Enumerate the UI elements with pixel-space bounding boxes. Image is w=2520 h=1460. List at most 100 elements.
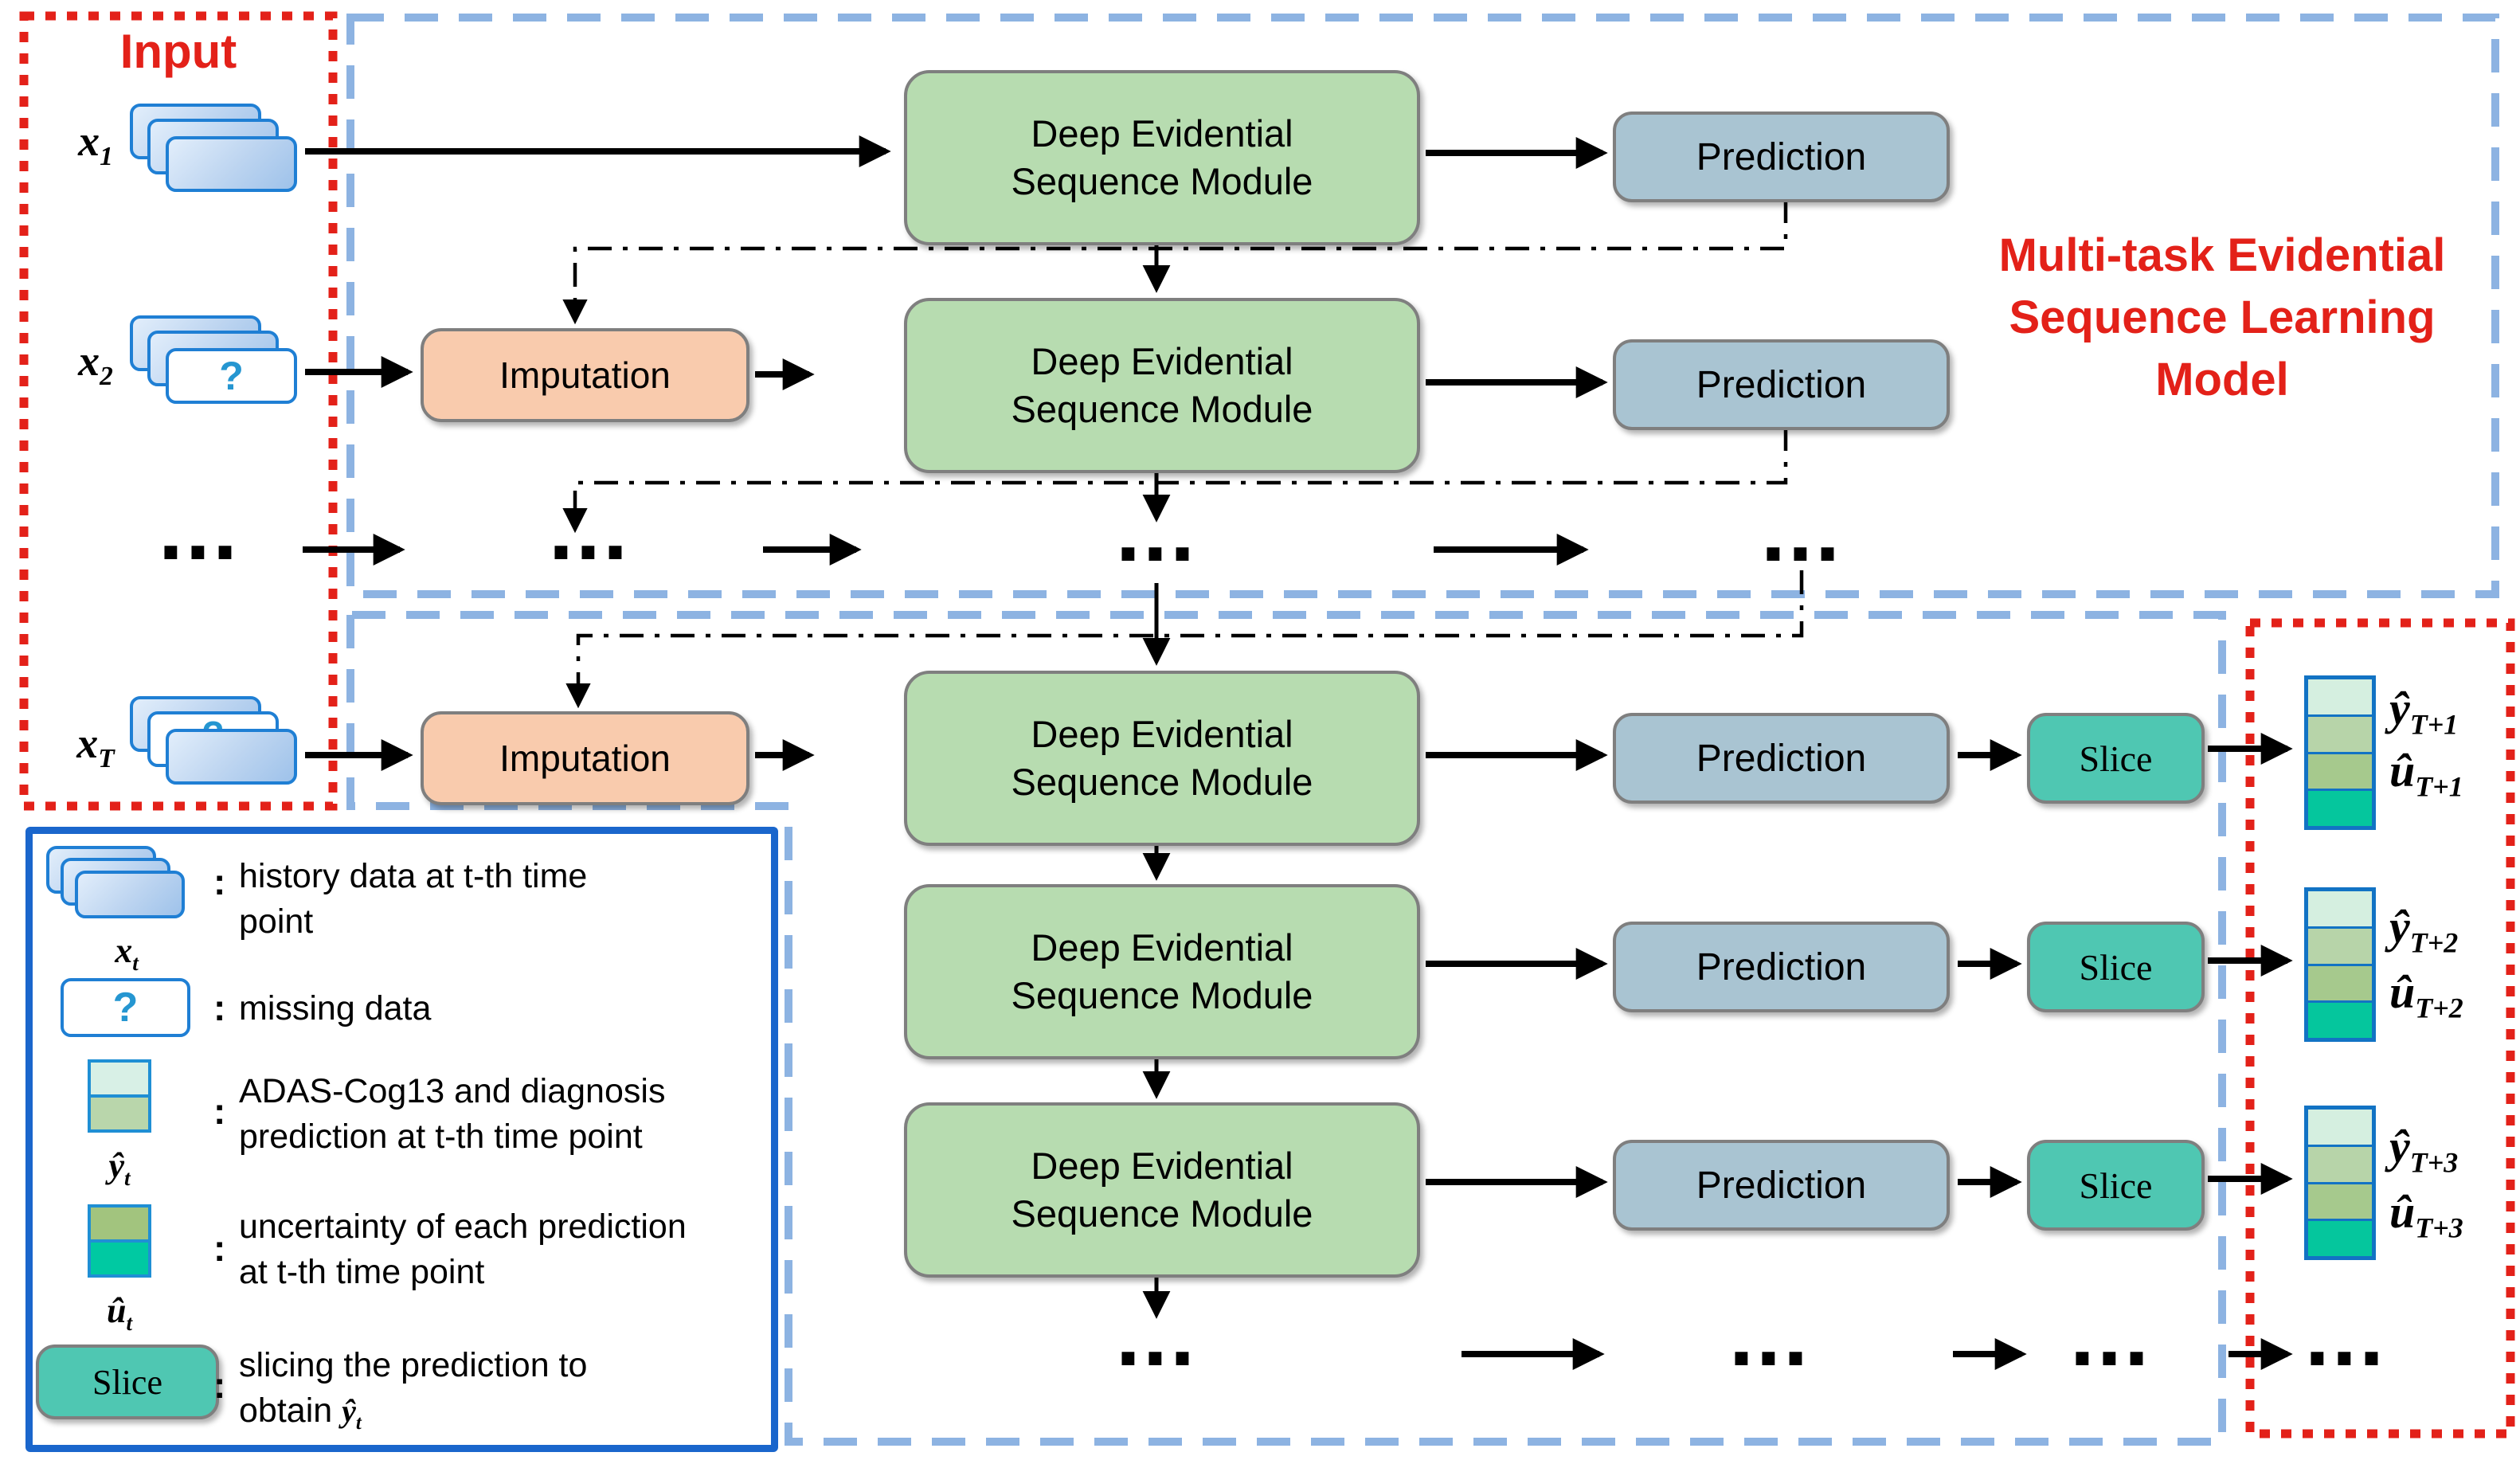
ut-sub: t (126, 1310, 133, 1335)
legend-history-line1: history data at t-th time (239, 857, 588, 895)
legend-slice-icon: Slice (36, 1345, 219, 1419)
legend-ut-symbol: ût (68, 1290, 171, 1336)
legend-uncertainty-line1: uncertainty of each prediction (239, 1208, 687, 1246)
legend-prediction-line2: prediction at t-th time point (239, 1118, 643, 1156)
legend-y-cells-icon (88, 1059, 151, 1133)
data-card (166, 729, 297, 785)
ellipsis: ... (2304, 1285, 2387, 1384)
legend-history-line2: point (239, 902, 314, 941)
u-cell-2 (2308, 1219, 2372, 1256)
question-mark: ? (112, 984, 139, 1031)
ellipsis: ... (1760, 480, 1843, 580)
prediction-box-3: Prediction (1613, 713, 1950, 804)
input-panel-title: Input (119, 25, 237, 78)
y-cell-1 (88, 1059, 151, 1098)
legend-colon: : (213, 1227, 226, 1269)
u-cell-1 (2308, 963, 2372, 1001)
xt-sub: t (132, 950, 139, 975)
ellipsis: ... (158, 479, 241, 578)
legend-u-cells-icon (88, 1204, 151, 1278)
y-cell-1 (2308, 1110, 2372, 1145)
legend-slice-line1: slicing the prediction to (239, 1346, 588, 1384)
ellipsis: ... (1728, 1285, 1811, 1384)
output-stack-2 (2304, 887, 2376, 1042)
yt-sub: t (355, 1412, 362, 1434)
u-cell-2 (2308, 789, 2372, 826)
input-xT-label: xT (48, 715, 143, 773)
bottom-forecast-panel-border (346, 611, 2226, 1446)
output-u-label-2: ûT+2 (2389, 961, 2463, 1024)
model-title: Multi-task Evidential Sequence Learning … (1943, 225, 2501, 411)
yt-base: ŷ (108, 1146, 124, 1185)
legend-missing-line1: missing data (239, 989, 432, 1027)
imputation-label: Imputation (499, 738, 671, 779)
data-card (75, 871, 185, 918)
data-card (166, 136, 297, 192)
y-cell-1 (2308, 891, 2372, 926)
output-stack-3 (2304, 1106, 2376, 1260)
y-base: ŷ (2389, 901, 2410, 953)
legend-uncertainty-text: uncertainty of each prediction at t-th t… (239, 1204, 773, 1295)
input-panel-border (19, 11, 338, 811)
y-cell-2 (88, 1094, 151, 1133)
output-y-label-1: ŷT+1 (2389, 677, 2458, 741)
x1-sub: 1 (100, 141, 113, 171)
model-title-line-2: Sequence Learning (2009, 292, 2436, 343)
u-cell-1 (88, 1204, 151, 1243)
top-model-panel-border (346, 14, 2499, 598)
missing-data-card: ? (166, 348, 297, 404)
slice-box-1: Slice (2027, 713, 2205, 804)
y-sub: T+1 (2409, 708, 2459, 741)
ellipsis: ... (1115, 480, 1198, 580)
legend-slice-text: slicing the prediction to obtain ŷt (239, 1343, 773, 1446)
flow-arrows (303, 135, 2293, 1370)
y-cell-1 (2308, 679, 2372, 714)
prediction-box-2: Prediction (1613, 339, 1950, 430)
output-panel-border (2245, 618, 2515, 1438)
u-base: û (2389, 745, 2416, 797)
u-base: û (2389, 966, 2416, 1018)
yt-sub: t (123, 1165, 131, 1190)
slice-label: Slice (2079, 946, 2153, 988)
legend-missing-card-icon: ? (61, 978, 190, 1037)
legend-yt-symbol: ŷt (68, 1145, 171, 1191)
output-u-label-3: ûT+3 (2389, 1180, 2463, 1244)
x2-sub: 2 (100, 361, 113, 391)
ellipsis: ... (2069, 1285, 2152, 1384)
prediction-box-1: Prediction (1613, 112, 1950, 202)
imputation-box-2: Imputation (421, 711, 749, 805)
output-stack-1 (2304, 675, 2376, 830)
legend-slice-line2: obtain ŷt (239, 1388, 773, 1446)
x2-base: x (78, 337, 100, 385)
legend-colon: : (213, 861, 226, 902)
imputation-label: Imputation (499, 354, 671, 396)
output-y-label-2: ŷT+2 (2389, 895, 2458, 959)
prediction-label: Prediction (1696, 737, 1867, 780)
u-sub: T+2 (2415, 992, 2463, 1024)
input-x2-label: x2 (48, 333, 143, 391)
x1-base: x (78, 117, 100, 165)
legend-prediction-line1: ADAS-Cog13 and diagnosis (239, 1072, 666, 1110)
legend-slice-line2-prefix: obtain (239, 1392, 342, 1430)
u-sub: T+3 (2415, 1211, 2463, 1244)
slice-label: Slice (2079, 738, 2153, 779)
ut-base: û (106, 1291, 127, 1330)
legend-xt-symbol: xt (75, 930, 178, 976)
y-base: ŷ (2389, 1121, 2410, 1172)
slice-label: Slice (2079, 1164, 2153, 1206)
ellipsis: ... (1115, 1285, 1198, 1384)
u-sub: T+1 (2415, 770, 2463, 803)
model-title-line-1: Multi-task Evidential (1998, 229, 2446, 281)
xT-base: x (76, 719, 99, 767)
prediction-box-5: Prediction (1613, 1140, 1950, 1231)
y-cell-2 (2308, 1144, 2372, 1182)
slice-label: Slice (92, 1362, 162, 1402)
